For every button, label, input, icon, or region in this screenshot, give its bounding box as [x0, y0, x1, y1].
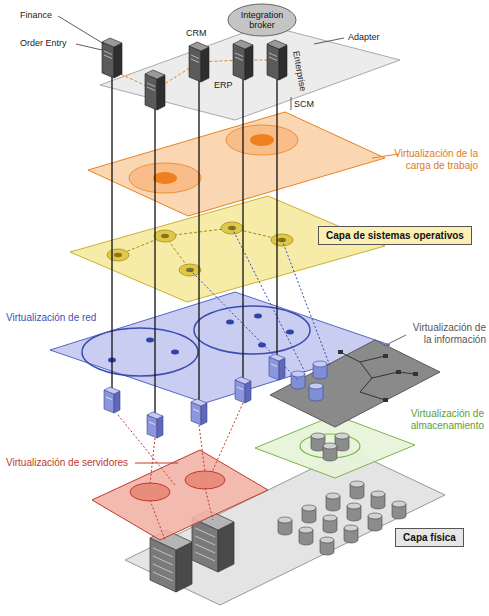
storage-disk: [368, 513, 382, 531]
os-core: [161, 234, 169, 238]
virtual-server: [191, 399, 207, 425]
leader-line: [384, 335, 406, 346]
dotted-link: [150, 488, 213, 540]
layer-label: Virtualización de la información: [406, 322, 486, 345]
network-dot: [171, 350, 179, 355]
dotted-link: [118, 228, 282, 270]
application-name: Finance: [20, 10, 52, 20]
component-name: Adapter: [348, 32, 380, 42]
layer-label: Virtualización de la carga de trabajo: [394, 148, 478, 171]
os-plane: [70, 196, 385, 302]
data-node-dot: [413, 372, 418, 376]
data-disk: [313, 361, 327, 379]
network-dot: [146, 338, 154, 343]
data-disk: [309, 383, 323, 401]
group-name: Enterprise: [291, 50, 308, 92]
leader-line: [58, 16, 344, 110]
application-server: [145, 70, 165, 110]
data-node-dot: [383, 354, 388, 358]
data-node-dot: [338, 350, 343, 354]
application-server: [233, 40, 253, 80]
application-name: ERP: [214, 80, 233, 90]
storage-disk: [302, 505, 316, 523]
layer-label: Virtualización de red: [6, 312, 96, 324]
network-dot: [286, 330, 294, 335]
data-node-dot: [383, 398, 388, 402]
dotted-link: [190, 228, 330, 380]
storage-disk: [320, 537, 334, 555]
network-segment: [82, 328, 198, 376]
workload-ring: [226, 125, 298, 155]
workload-plane: [88, 112, 385, 216]
application-server: [102, 38, 122, 78]
workload-core: [250, 134, 274, 146]
server-pool: [130, 483, 170, 501]
storage-disk: [371, 491, 385, 509]
network-dot: [258, 343, 266, 348]
storage-disk: [323, 443, 337, 461]
network-dot: [226, 320, 234, 325]
layer-box: Capa de sistemas operativos: [318, 226, 472, 245]
application-name: Order Entry: [20, 38, 67, 48]
data-tree: [340, 352, 415, 400]
os-instance: [107, 249, 129, 261]
layer-box: Capa física: [395, 528, 464, 547]
virtual-server: [104, 387, 120, 413]
enterprise-plane: [100, 25, 400, 120]
dotted-link: [118, 403, 243, 485]
storage-disk: [323, 515, 337, 533]
layer-label: Virtualización de almacenamiento: [404, 408, 484, 431]
storage-disk: [350, 481, 364, 499]
virtual-server: [235, 377, 251, 403]
storage-disk: [299, 527, 313, 545]
workload-ring: [129, 163, 201, 193]
network-dot: [254, 314, 262, 319]
ellipse-shape: [228, 4, 296, 36]
virtual-server: [269, 354, 285, 380]
layer-label: Virtualización de servidores: [6, 457, 128, 469]
application-name: SCM: [294, 99, 314, 109]
broker-ellipse: Integration broker: [227, 3, 297, 37]
virtual-server: [147, 412, 163, 438]
application-name: CRM: [186, 28, 207, 38]
box-text: Capa de sistemas operativos: [325, 230, 465, 242]
os-core: [114, 253, 122, 257]
storage-disk: [344, 525, 358, 543]
storage-disk: [392, 501, 406, 519]
application-server: [267, 40, 287, 80]
server-rack: [150, 530, 192, 592]
storage-disk: [347, 503, 361, 521]
storage-disk: [326, 493, 340, 511]
os-instance: [154, 230, 176, 242]
application-line: [112, 58, 277, 414]
data-disk: [291, 371, 305, 389]
box-text: Capa física: [402, 532, 457, 544]
workload-core: [153, 172, 177, 184]
server-pool: [185, 471, 225, 489]
application-server: [189, 42, 209, 82]
storage-disk: [278, 517, 292, 535]
data-node-dot: [396, 370, 401, 374]
box-text: Integration broker: [240, 10, 285, 31]
